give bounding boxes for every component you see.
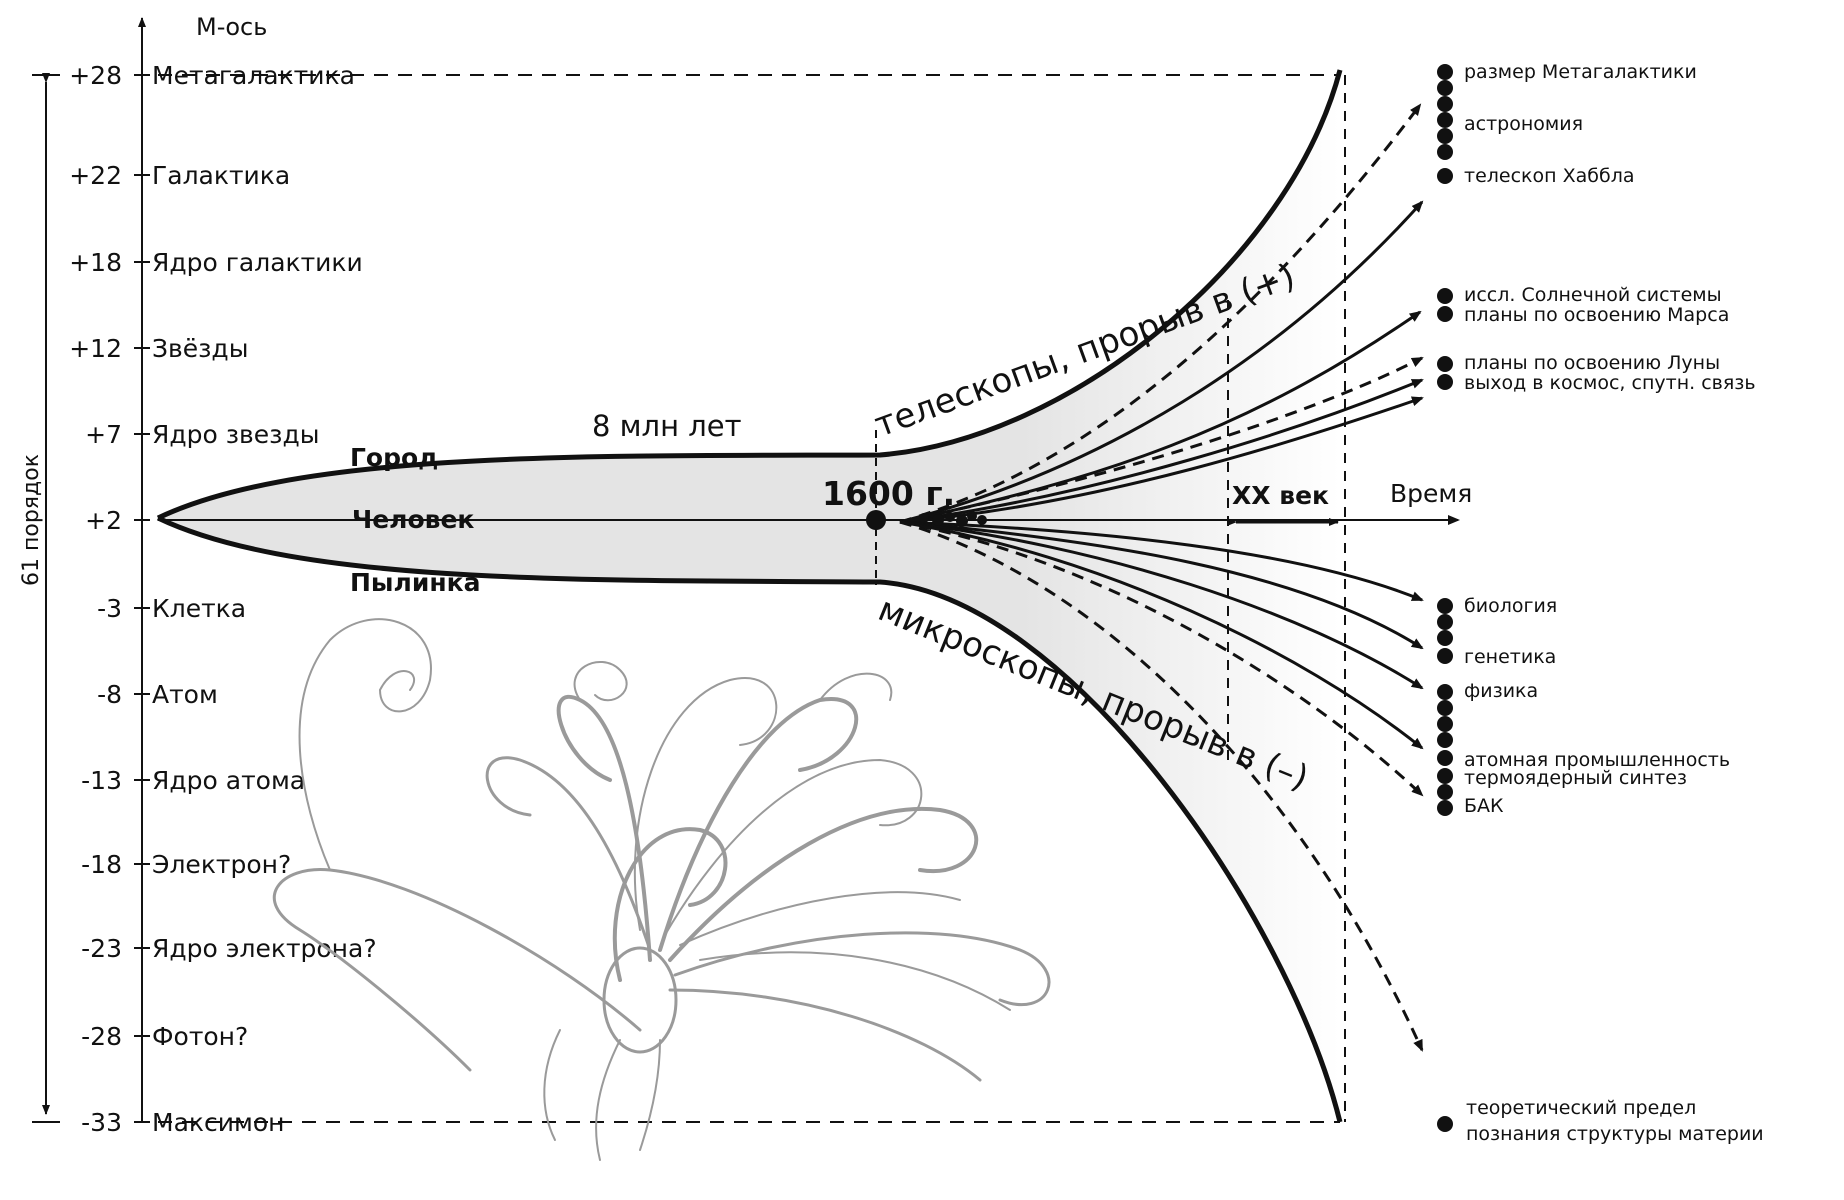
list-bullet	[1437, 716, 1453, 732]
level-value: +12	[69, 334, 122, 363]
list-bullet	[1437, 598, 1453, 614]
level-value: +28	[69, 61, 122, 90]
level-value: +7	[85, 420, 122, 449]
list-item-label: планы по освоению Марса	[1464, 304, 1729, 326]
level-label: Ядро галактики	[152, 248, 363, 277]
level-label: Ядро атома	[152, 766, 305, 795]
limit-label-line2: познания структуры материи	[1466, 1123, 1764, 1145]
m-axis-title: М-ось	[196, 13, 267, 41]
list-bullet	[1437, 144, 1453, 160]
list-item-label: БАК	[1464, 795, 1504, 817]
list-bullet	[1437, 374, 1453, 390]
list-bullet	[1437, 306, 1453, 322]
list-item-label: выход в космос, спутн. связь	[1464, 372, 1756, 394]
origin-dot-cluster	[866, 510, 987, 530]
right-labels-top: размер Метагалактики астрономия телескоп Х…	[1437, 61, 1756, 394]
list-item-label: атомная промышленность	[1464, 749, 1730, 771]
level-value: +2	[85, 506, 122, 535]
level-value: -28	[81, 1022, 122, 1051]
level-label: Атом	[152, 680, 218, 709]
list-bullet	[1437, 96, 1453, 112]
level-value: -33	[81, 1108, 122, 1137]
level-value: -8	[97, 680, 122, 709]
limit-label-line1: теоретический предел	[1466, 1097, 1696, 1119]
level-label: Звёзды	[152, 334, 248, 363]
level-value: -3	[97, 594, 122, 623]
duration-label: 8 млн лет	[592, 409, 742, 443]
list-bullet	[1437, 768, 1453, 784]
year-1600-label: 1600 г.	[822, 474, 955, 513]
list-bullet	[1437, 700, 1453, 716]
upper-boundary-curve	[156, 69, 1343, 521]
human-scale-region	[158, 70, 1340, 1122]
right-labels-bottom: биология генетика физика атомная промышленн…	[1437, 595, 1730, 817]
list-item-label: телескоп Хаббла	[1464, 165, 1634, 187]
level-value: +18	[69, 248, 122, 277]
list-bullet	[1437, 684, 1453, 700]
level-list: +28 Метагалактика +22 Галактика +18 Ядро гала…	[69, 61, 376, 1137]
list-bullet	[1437, 64, 1453, 80]
list-bullet	[1437, 288, 1453, 304]
list-bullet	[1437, 630, 1453, 646]
list-item-label: размер Метагалактики	[1464, 61, 1697, 83]
level-value: +22	[69, 161, 122, 190]
list-bullet	[1437, 784, 1453, 800]
list-bullet	[1437, 614, 1453, 630]
level-label: Ядро звезды	[152, 420, 320, 449]
list-bullet	[1437, 732, 1453, 748]
century-label: XX век	[1232, 481, 1329, 510]
list-bullet	[1437, 750, 1453, 766]
list-item-label: планы по освоению Луны	[1464, 352, 1720, 374]
list-item-label: биология	[1464, 595, 1557, 617]
human-label: Человек	[352, 505, 474, 534]
list-item-label: астрономия	[1464, 113, 1583, 135]
level-label: Галактика	[152, 161, 290, 190]
list-item-label: генетика	[1464, 646, 1556, 668]
level-value: -18	[81, 850, 122, 879]
city-label: Город	[350, 443, 438, 472]
firebird-ornament	[272, 618, 1051, 1161]
dust-label: Пылинка	[350, 568, 480, 597]
level-label: Электрон?	[152, 850, 291, 879]
level-value: -23	[81, 934, 122, 963]
list-bullet	[1437, 112, 1453, 128]
lower-boundary-curve	[156, 515, 1343, 1123]
level-value: -13	[81, 766, 122, 795]
list-bullet	[1437, 80, 1453, 96]
list-bullet	[1437, 800, 1453, 816]
list-bullet	[1437, 356, 1453, 372]
list-item-label: иссл. Солнечной системы	[1464, 284, 1722, 306]
level-label: Максимон	[152, 1108, 284, 1137]
level-label: Клетка	[152, 594, 246, 623]
list-bullet	[1437, 128, 1453, 144]
list-bullet	[1437, 168, 1453, 184]
time-axis-label: Время	[1390, 479, 1472, 508]
level-label: Фотон?	[152, 1022, 248, 1051]
list-bullet	[1437, 648, 1453, 664]
limit-bullet	[1437, 1116, 1453, 1132]
breakthrough-arrows	[899, 103, 1424, 1052]
list-item-label: термоядерный синтез	[1464, 767, 1687, 789]
list-item-label: физика	[1464, 680, 1538, 702]
order-span-label: 61 порядок	[19, 454, 44, 586]
level-label: Метагалактика	[152, 61, 355, 90]
